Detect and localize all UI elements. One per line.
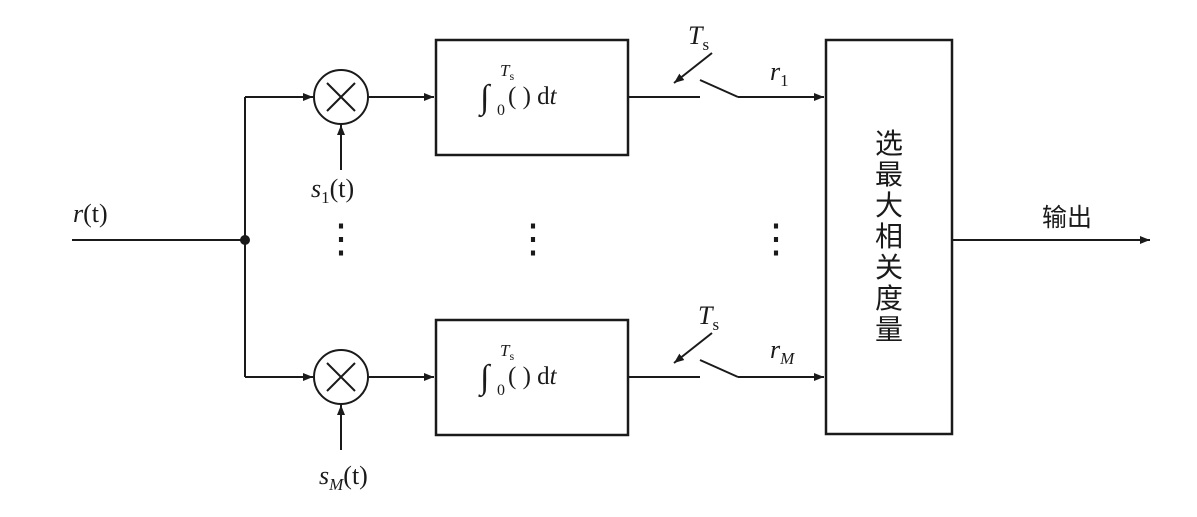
svg-text:0: 0 bbox=[497, 382, 505, 399]
r1-label: r1 bbox=[770, 57, 789, 90]
svg-text:( ) dt: ( ) dt bbox=[508, 83, 558, 110]
svg-text:∫: ∫ bbox=[478, 359, 492, 398]
multiplier-1 bbox=[313, 69, 369, 125]
svg-text:量: 量 bbox=[875, 313, 903, 346]
selector-label: 选 最 大 相 关 度 量 bbox=[875, 127, 903, 346]
svg-text:度: 度 bbox=[875, 282, 903, 315]
sampler-1-switch bbox=[699, 79, 739, 98]
integrator-1-formula: ∫ Ts 0 ( ) dt bbox=[478, 61, 558, 119]
svg-text:Ts: Ts bbox=[500, 341, 514, 363]
svg-text:关: 关 bbox=[875, 251, 903, 284]
ref-signal-1-label: s1(t) bbox=[311, 174, 354, 207]
svg-text:最: 最 bbox=[875, 158, 903, 191]
ellipsis-multipliers: ⋮ bbox=[321, 216, 361, 261]
sampler-M-label: Ts bbox=[698, 301, 719, 334]
integrator-M-box bbox=[434, 318, 630, 437]
svg-text:相: 相 bbox=[875, 220, 903, 253]
svg-text:( ) dt: ( ) dt bbox=[508, 363, 558, 390]
rM-label: rM bbox=[770, 335, 795, 368]
svg-text:Ts: Ts bbox=[500, 61, 514, 83]
svg-text:∫: ∫ bbox=[478, 79, 492, 118]
ellipsis-integrators: ⋮ bbox=[513, 216, 553, 261]
svg-text:选: 选 bbox=[875, 127, 903, 160]
output-label: 输出 bbox=[1042, 203, 1092, 232]
sampler-M-switch bbox=[699, 359, 739, 378]
sampler-1-label: Ts bbox=[688, 21, 709, 54]
input-signal-label: r(t) bbox=[73, 199, 108, 228]
svg-text:0: 0 bbox=[497, 102, 505, 119]
svg-text:大: 大 bbox=[875, 189, 903, 222]
multiplier-M bbox=[313, 349, 369, 405]
sampler-M-arrow bbox=[673, 332, 713, 364]
sampler-1-arrow bbox=[673, 52, 713, 84]
ellipsis-outputs: ⋮ bbox=[756, 216, 796, 261]
integrator-M-formula: ∫ Ts 0 ( ) dt bbox=[478, 341, 558, 399]
ref-signal-M-label: sM(t) bbox=[319, 461, 368, 494]
selector-box bbox=[824, 38, 954, 436]
